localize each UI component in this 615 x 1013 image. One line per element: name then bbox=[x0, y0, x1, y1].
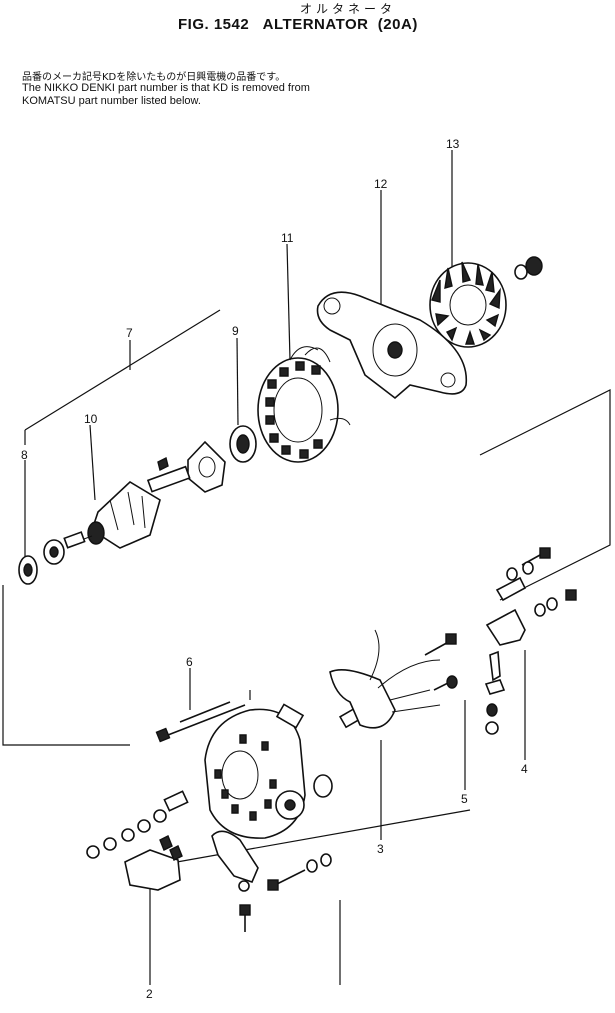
part-6-through-bolts bbox=[155, 701, 246, 743]
part-2-brush-holder bbox=[86, 790, 332, 932]
part-11-stator bbox=[257, 346, 351, 463]
part-9-bearing bbox=[229, 425, 257, 463]
callout-11: 11 bbox=[281, 231, 294, 245]
callout-8: 8 bbox=[21, 448, 28, 462]
callout-3: 3 bbox=[377, 842, 384, 856]
part-3-regulator-plate bbox=[329, 629, 458, 729]
callout-5: 5 bbox=[461, 792, 468, 806]
callout-labels: 13 12 11 7 9 10 8 6 4 5 3 2 bbox=[21, 137, 528, 1001]
note-japanese: 品番のメーカ記号KDを除いたものが日興電機の品番です。 bbox=[22, 72, 286, 83]
callout-9: 9 bbox=[232, 324, 239, 338]
japanese-title: オルタネータ bbox=[300, 2, 397, 16]
note-english-line-2: KOMATSU part number listed below. bbox=[22, 95, 201, 107]
note-english-line-1: The NIKKO DENKI part number is that KD i… bbox=[22, 82, 310, 94]
part-8-bearing bbox=[18, 539, 65, 585]
callout-12: 12 bbox=[374, 177, 388, 191]
callout-7: 7 bbox=[126, 326, 133, 340]
callout-10: 10 bbox=[84, 412, 98, 426]
leader-lines bbox=[2, 150, 611, 985]
rear-housing bbox=[204, 703, 362, 839]
callout-13: 13 bbox=[446, 137, 460, 151]
part-13-fan bbox=[429, 256, 543, 348]
part-5-terminal bbox=[484, 650, 506, 735]
figure-title: FIG. 1542 ALTERNATOR (20A) bbox=[178, 16, 418, 33]
part-4-terminal-bracket bbox=[485, 547, 577, 646]
callout-4: 4 bbox=[521, 762, 528, 776]
part-12-front-housing bbox=[316, 291, 468, 400]
callout-6: 6 bbox=[186, 655, 193, 669]
callout-2: 2 bbox=[146, 987, 153, 1001]
part-10-rotor bbox=[63, 465, 191, 549]
